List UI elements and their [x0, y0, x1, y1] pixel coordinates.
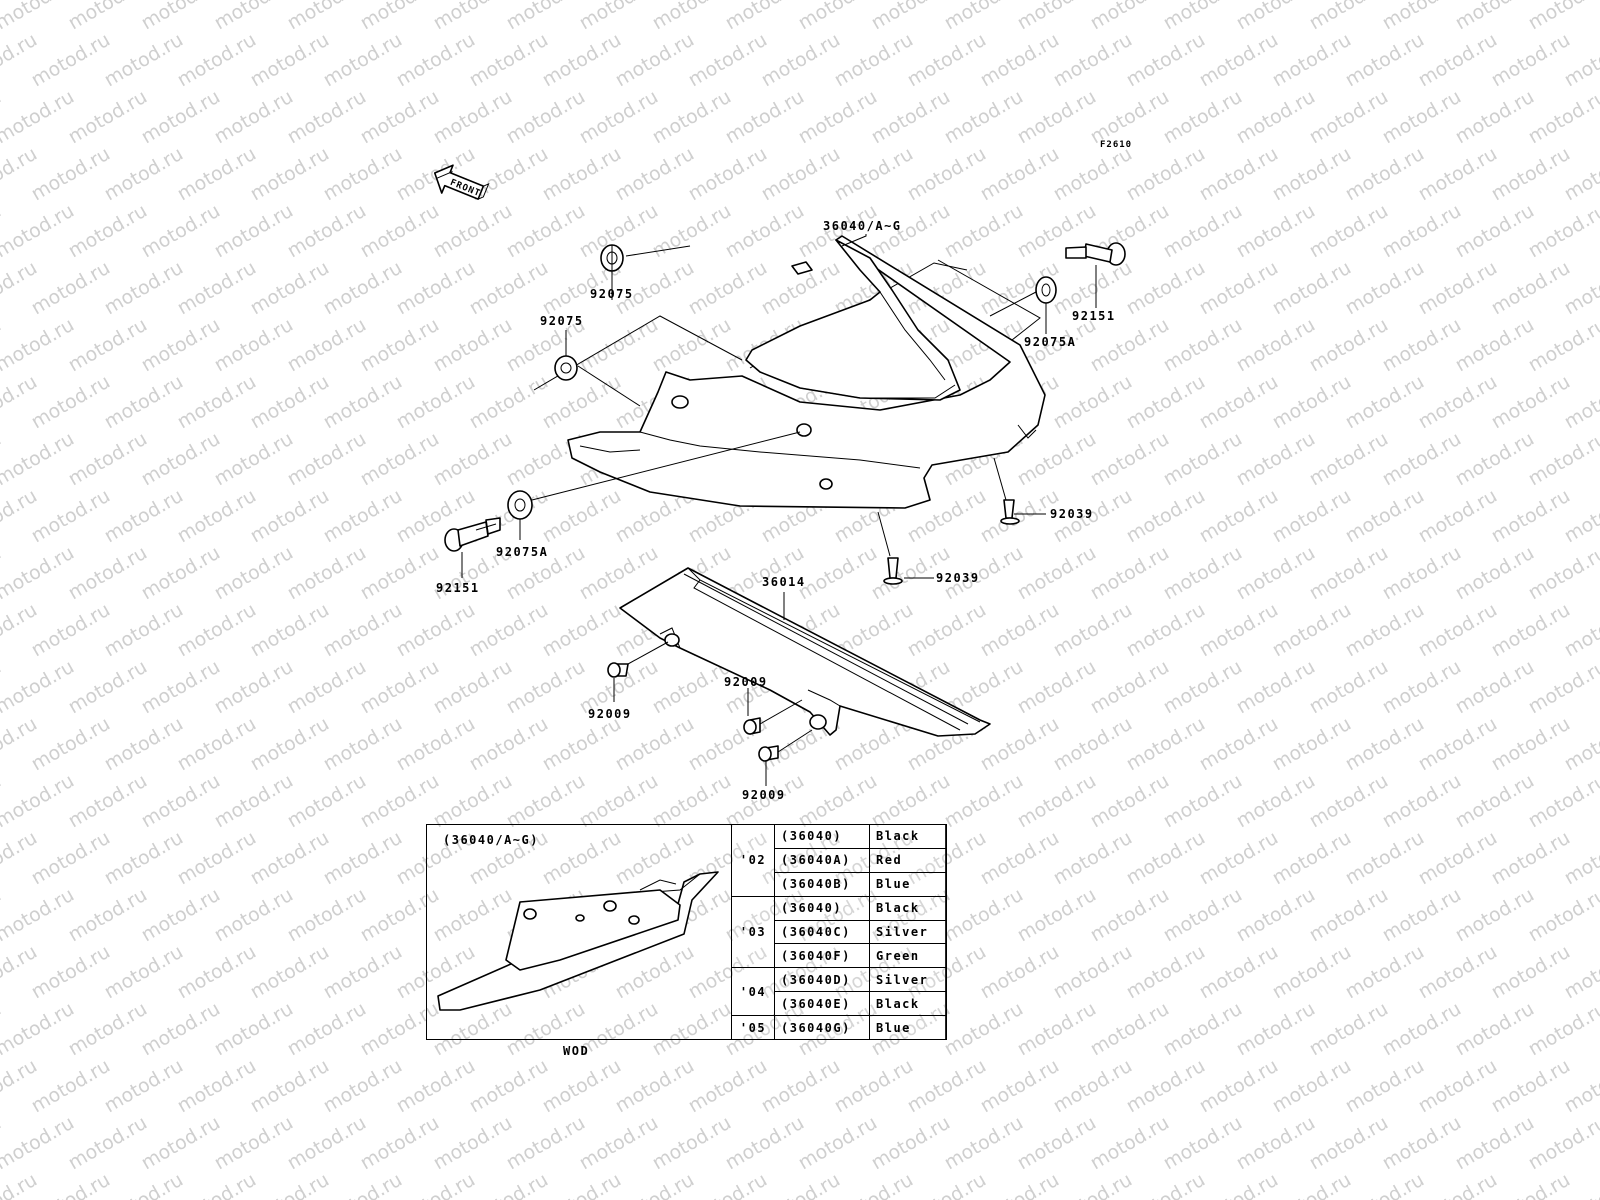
seat-cover-part[interactable] [533, 235, 1046, 509]
legend-row: '05(36040G)Blue [731, 1015, 947, 1040]
legend-row: '03(36040)Black [731, 895, 947, 969]
leader-lines [461, 234, 1097, 786]
legend-row: '04(36040D)Silver [731, 967, 947, 1016]
legend-row: (36040A)Red [732, 847, 947, 873]
legend-row: (36040B)Blue [732, 871, 947, 897]
color-legend: (36040/A~G) '02(36040)Black(36040A)Red(3… [426, 824, 947, 1040]
legend-row: (36040C)Silver [732, 919, 947, 945]
legend-part-number: (36040G) [774, 1015, 870, 1040]
legend-color: Blue [869, 1015, 947, 1040]
callout-grommet: 92075A [496, 545, 548, 559]
watermark-text: motod.ru [1598, 0, 1600, 34]
callout-bolt: 92009 [742, 788, 786, 802]
callout-clip: 92039 [936, 571, 980, 585]
legend-year: '02 [731, 824, 775, 897]
clip-icon[interactable] [1000, 499, 1020, 525]
legend-part-number: (36040) [774, 824, 870, 849]
callout-seat-cover: 36040/A~G [823, 219, 902, 233]
callout-bolt: 92009 [588, 707, 632, 721]
clip-icon[interactable] [883, 557, 903, 585]
legend-grid: '02(36040)Black(36040A)Red(36040B)Blue'0… [731, 824, 947, 1040]
legend-part-number: (36040D) [774, 967, 870, 993]
diagram-code: F2610 [1100, 140, 1132, 150]
legend-row: (36040E)Black [732, 991, 947, 1016]
callout-chain-cover: 36014 [762, 575, 806, 589]
legend-inset-part [437, 871, 719, 1011]
legend-part-number: (36040E) [774, 991, 870, 1016]
legend-title: (36040/A~G) [443, 833, 539, 847]
legend-color: Silver [869, 967, 947, 993]
legend-part-number: (36040) [774, 895, 870, 921]
legend-color: Green [869, 943, 947, 969]
callout-grommet: 92075 [590, 287, 634, 301]
legend-footer: WOD [563, 1044, 590, 1058]
grommet-icon[interactable] [554, 355, 578, 381]
legend-part-number: (36040F) [774, 943, 870, 969]
callout-bolt: 92009 [724, 675, 768, 689]
legend-color: Black [869, 824, 947, 849]
legend-year: '05 [731, 1015, 775, 1040]
legend-part-number: (36040B) [774, 871, 870, 897]
legend-color: Red [869, 847, 947, 873]
grommet-icon[interactable] [507, 490, 533, 520]
bolt-icon[interactable] [444, 517, 501, 552]
callout-bolt: 92151 [1072, 309, 1116, 323]
legend-color: Black [869, 895, 947, 921]
bolt-icon[interactable] [758, 745, 779, 762]
callout-grommet: 92075 [540, 314, 584, 328]
legend-color: Silver [869, 919, 947, 945]
legend-part-number: (36040A) [774, 847, 870, 873]
grommet-icon[interactable] [1035, 276, 1057, 304]
legend-color: Blue [869, 871, 947, 897]
legend-part-number: (36040C) [774, 919, 870, 945]
bolt-icon[interactable] [1065, 242, 1126, 266]
bolt-icon[interactable] [607, 662, 629, 678]
legend-row: '02(36040)Black [731, 824, 947, 897]
front-arrow-icon: FRONT [433, 164, 490, 200]
callout-grommet: 92075A [1024, 335, 1076, 349]
legend-year: '04 [731, 967, 775, 1016]
chain-cover-part[interactable] [619, 567, 991, 737]
legend-year: '03 [731, 895, 775, 969]
legend-color: Black [869, 991, 947, 1016]
bolt-icon[interactable] [743, 717, 761, 735]
callout-clip: 92039 [1050, 507, 1094, 521]
callout-bolt: 92151 [436, 581, 480, 595]
